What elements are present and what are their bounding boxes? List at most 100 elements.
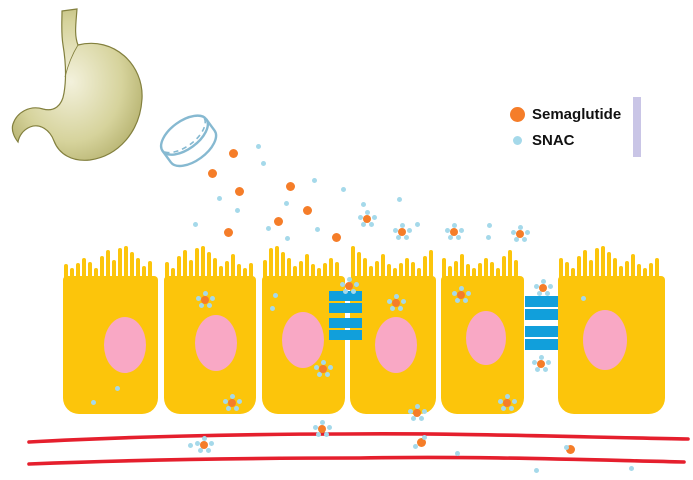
snac-particle	[283, 200, 289, 206]
semaglutide-particle	[207, 168, 217, 178]
snac-particle	[511, 398, 517, 404]
microvillus	[405, 258, 409, 284]
snac-particle	[313, 364, 319, 370]
snac-particle	[320, 359, 326, 365]
snac-particle	[389, 305, 395, 311]
microvillus	[311, 264, 315, 284]
microvillus	[171, 268, 175, 284]
microvillus	[655, 258, 659, 284]
snac-particle	[198, 302, 204, 308]
snac-particle	[400, 298, 406, 304]
microvillus	[478, 263, 482, 284]
microvillus	[351, 246, 355, 284]
cell-nucleus	[104, 317, 146, 373]
legend: Semaglutide SNAC	[506, 101, 621, 153]
tight-junction-bar	[329, 303, 362, 313]
snac-particle	[534, 366, 540, 372]
snac-particle	[315, 431, 321, 437]
microvillus	[112, 260, 116, 284]
microvillus	[429, 250, 433, 284]
semaglutide-particle	[200, 441, 208, 449]
microvillus	[183, 250, 187, 284]
snac-particle	[255, 143, 261, 149]
snac-particle	[368, 221, 374, 227]
microvillus	[442, 258, 446, 284]
snac-particle	[458, 285, 464, 291]
snac-particle	[195, 295, 201, 301]
snac-particle	[531, 359, 537, 365]
snac-particle	[397, 305, 403, 311]
snac-particle	[485, 234, 491, 240]
epithelial-cell	[558, 276, 665, 414]
tight-junction-bar	[525, 296, 558, 307]
microvillus	[571, 268, 575, 284]
snac-particle	[547, 283, 553, 289]
legend-item-snac: SNAC	[506, 127, 621, 153]
snac-particle	[451, 290, 457, 296]
snac-particle	[208, 440, 214, 446]
legend-item-semaglutide: Semaglutide	[506, 101, 621, 127]
tight-junction-bar	[329, 318, 362, 328]
snac-particle	[392, 227, 398, 233]
microvillus	[393, 268, 397, 284]
snac-particle	[233, 405, 239, 411]
snac-particle	[360, 221, 366, 227]
snac-particle	[326, 424, 332, 430]
microvillus	[231, 254, 235, 284]
snac-particle	[340, 186, 346, 192]
snac-particle	[500, 405, 506, 411]
tight-junction-bar	[525, 326, 558, 337]
microvillus	[323, 263, 327, 284]
microvillus	[243, 268, 247, 284]
microvillus	[387, 264, 391, 284]
semaglutide-particle	[392, 299, 400, 307]
snac-particle	[403, 234, 409, 240]
tight-junction-bar	[525, 309, 558, 320]
snac-particle	[222, 398, 228, 404]
stomach-icon	[11, 8, 143, 161]
snac-particle	[540, 278, 546, 284]
semaglutide-particle	[516, 230, 524, 238]
snac-particle	[316, 371, 322, 377]
snac-particle	[386, 298, 392, 304]
snac-particle	[580, 295, 586, 301]
microvillus	[329, 258, 333, 284]
microvillus	[502, 256, 506, 284]
tight-junction-bar	[329, 291, 362, 301]
microvillus	[565, 262, 569, 284]
snac-particle	[114, 385, 120, 391]
snac-particle	[324, 371, 330, 377]
microvillus	[423, 256, 427, 284]
microvillus	[490, 262, 494, 284]
microvillus	[577, 256, 581, 284]
microvillus	[369, 266, 373, 284]
microvillus	[269, 248, 273, 284]
microvillus	[281, 252, 285, 284]
snac-particle	[357, 214, 363, 220]
snac-particle	[225, 405, 231, 411]
snac-particle	[486, 222, 492, 228]
microvillus	[460, 254, 464, 284]
snac-particle	[353, 281, 359, 287]
snac-particle	[314, 226, 320, 232]
semaglutide-particle	[398, 228, 406, 236]
snac-particle	[533, 467, 539, 473]
microvillus	[100, 256, 104, 284]
snac-particle	[533, 283, 539, 289]
snac-particle	[234, 207, 240, 213]
snac-particle	[517, 224, 523, 230]
snac-particle	[350, 288, 356, 294]
snac-particle	[319, 419, 325, 425]
snac-particle	[447, 234, 453, 240]
microvillus	[76, 263, 80, 284]
snac-particle	[395, 234, 401, 240]
microvillus	[177, 256, 181, 284]
snac-particle	[451, 222, 457, 228]
semaglutide-particle	[201, 296, 209, 304]
snac-particle	[458, 227, 464, 233]
snac-particle	[628, 465, 634, 471]
microvillus	[213, 258, 217, 284]
legend-label-semaglutide: Semaglutide	[532, 105, 622, 123]
microvillus	[165, 262, 169, 284]
semaglutide-dot-icon	[509, 106, 525, 122]
